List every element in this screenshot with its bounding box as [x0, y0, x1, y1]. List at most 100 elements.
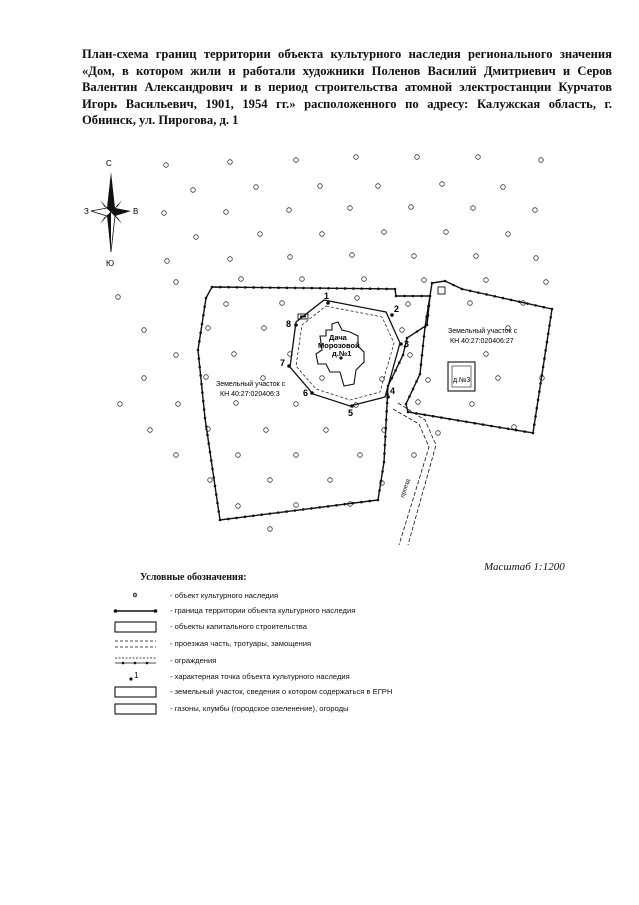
legend-text: - объект культурного наследия — [170, 591, 279, 600]
small-structure-right — [437, 286, 446, 295]
boundary-vertex-dot — [200, 322, 204, 326]
heritage-object-outline — [289, 299, 401, 407]
boundary-vertex-dot — [203, 416, 207, 420]
tree-marker-icon — [470, 205, 476, 211]
boundary-vertex-dot — [276, 511, 280, 514]
boundary-vertex-dot — [535, 406, 539, 410]
boundary-vertex-dot — [377, 287, 380, 291]
characteristic-point-marker — [294, 323, 298, 327]
boundary-vertex-dot — [379, 479, 383, 483]
tree-marker-icon — [163, 162, 169, 168]
characteristic-point-marker — [326, 301, 330, 305]
tree-marker-icon — [483, 351, 489, 357]
tree-marker-icon — [408, 204, 414, 210]
document-title: План-схема границ территории объекта кул… — [82, 47, 612, 128]
legend-text: - характерная точка объекта культурного … — [170, 672, 350, 681]
tree-marker-icon — [361, 276, 367, 282]
building-name-label: Дача — [329, 333, 348, 342]
boundary-vertex-dot — [493, 294, 497, 298]
tree-marker-icon — [323, 427, 329, 433]
tree-marker-icon — [147, 427, 153, 433]
boundary-vertex-dot — [423, 413, 426, 417]
characteristic-point-label: 8 — [286, 319, 291, 329]
boundary-vertex-dot — [443, 279, 447, 283]
boundary-vertex-dot — [473, 421, 476, 425]
boundary-vertex-dot — [477, 291, 480, 294]
boundary-vertex-dot — [456, 419, 460, 422]
legend-text: - объекты капитального строительства — [170, 622, 307, 631]
tree-marker-icon — [227, 159, 233, 165]
tree-marker-icon — [349, 252, 355, 258]
compass-rose-icon — [90, 172, 131, 253]
tree-marker-icon — [495, 375, 501, 381]
boundary-vertex-dot — [243, 515, 247, 519]
tree-marker-icon — [261, 325, 267, 331]
boundary-vertex-dot — [384, 426, 388, 430]
legend-text: - газоны, клумбы (городское озеленение),… — [170, 704, 349, 713]
boundary-vertex-dot — [212, 476, 216, 479]
tree-marker-icon — [175, 401, 181, 407]
boundary-vertex-dot — [310, 286, 314, 290]
boundary-vertex-dot — [549, 315, 553, 319]
boundary-vertex-dot — [252, 286, 255, 289]
boundary-vertex-dot — [403, 345, 407, 348]
tree-marker-icon — [347, 205, 353, 211]
boundary-vertex-dot — [425, 323, 429, 327]
boundary-vertex-dot — [318, 286, 322, 290]
boundary-vertex-dot — [268, 512, 272, 515]
tree-marker-icon — [407, 352, 413, 358]
boundary-vertex-dot — [198, 340, 201, 343]
boundary-vertex-dot — [352, 287, 355, 290]
tree-marker-icon — [141, 327, 147, 333]
boundary-vertex-dot — [406, 410, 410, 414]
legend-text: - граница территории объекта культурного… — [170, 606, 356, 615]
boundary-vertex-dot — [206, 433, 209, 437]
boundary-vertex-dot — [548, 324, 551, 327]
boundary-vertex-dot — [411, 294, 415, 298]
boundary-vertex-dot — [468, 289, 472, 293]
tree-marker-icon — [173, 279, 179, 285]
characteristic-point-label: 2 — [394, 304, 399, 314]
boundary-vertex-dot — [544, 349, 547, 352]
boundary-vertex-dot — [418, 372, 422, 376]
tree-marker-icon — [235, 452, 241, 458]
boundary-vertex-dot — [382, 460, 386, 464]
boundary-vertex-dot — [384, 435, 387, 438]
boundary-vertex-dot — [214, 493, 218, 496]
tree-marker-icon — [286, 207, 292, 213]
tree-marker-icon — [293, 157, 299, 163]
small-structure — [297, 313, 309, 320]
compass-north-label: С — [106, 159, 112, 168]
driveway — [392, 402, 437, 546]
tree-marker-icon — [267, 526, 273, 532]
characteristic-point-marker — [287, 364, 291, 368]
tree-marker-icon — [475, 154, 481, 160]
boundary-vertex-dot — [260, 286, 264, 289]
building-number-label: д.№1 — [332, 349, 351, 358]
boundary-vertex-dot — [235, 516, 238, 520]
boundary-vertex-dot — [404, 402, 408, 406]
tree-marker-icon — [511, 424, 517, 430]
boundary-vertex-dot — [385, 401, 389, 405]
boundary-vertex-dot — [538, 390, 541, 393]
boundary-legend-icon — [113, 609, 158, 613]
boundary-vertex-dot — [385, 410, 388, 413]
boundary-vertex-dot — [293, 509, 297, 512]
tree-marker-icon — [500, 184, 506, 190]
boundary-vertex-dot — [201, 399, 205, 403]
tree-marker-icon — [327, 477, 333, 483]
boundary-vertex-dot — [526, 302, 529, 305]
boundary-vertex-dot — [302, 286, 305, 290]
parcel-right-label-2: КН 40:27:020406:27 — [450, 338, 514, 345]
characteristic-point-label: 5 — [348, 408, 353, 418]
boundary-vertex-dot — [465, 420, 468, 424]
legend-text: - земельный участок, сведения о котором … — [170, 687, 393, 696]
boundary-vertex-dot — [543, 357, 546, 360]
tree-marker-icon — [141, 375, 147, 381]
boundary-vertex-dot — [523, 430, 526, 433]
tree-marker-icon — [354, 295, 360, 301]
heritage-object-legend-icon — [132, 592, 138, 598]
characteristic-point-label: 6 — [303, 388, 308, 398]
tree-marker-icon — [443, 229, 449, 235]
